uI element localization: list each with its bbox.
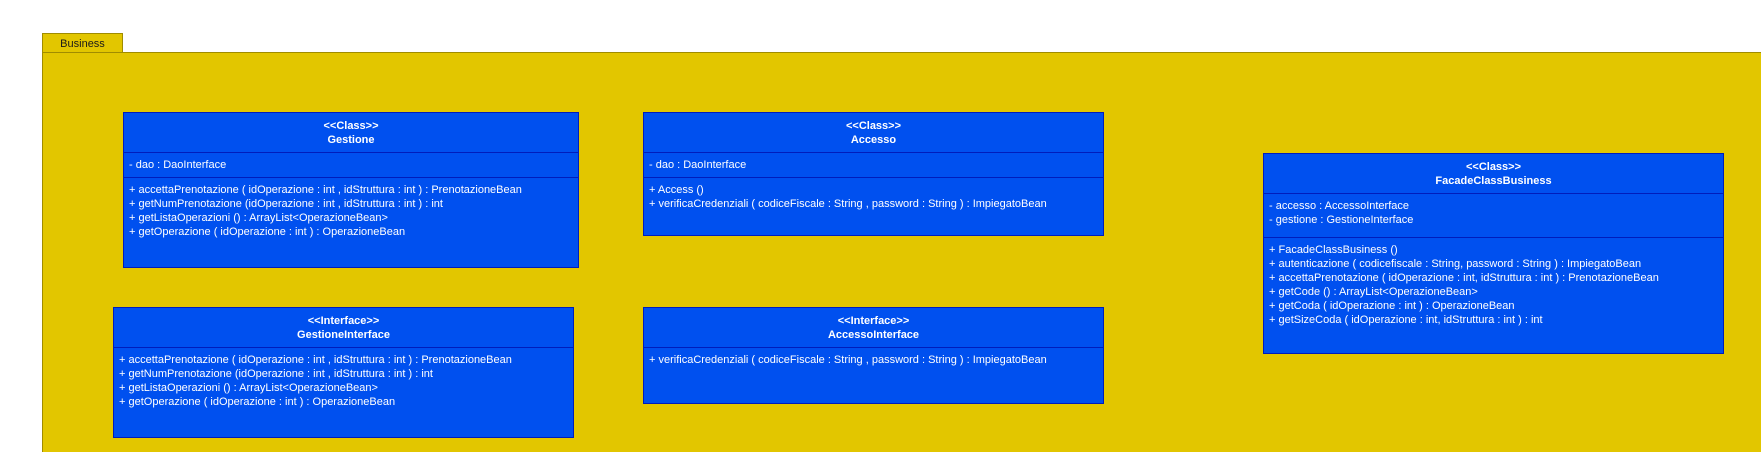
class-header: <<Interface>> AccessoInterface (644, 308, 1103, 348)
class-name: AccessoInterface (827, 329, 920, 341)
class-stereotype: <<Interface>> (837, 315, 910, 327)
operation: + FacadeClassBusiness () (1269, 244, 1398, 256)
class-name: Gestione (327, 134, 375, 146)
class-gestione[interactable]: <<Class>> Gestione - dao : DaoInterface … (123, 112, 579, 268)
attribute: - dao : DaoInterface (649, 159, 747, 171)
operations-section: + FacadeClassBusiness () + autenticazion… (1264, 238, 1723, 332)
operations-section: + verificaCredenziali ( codiceFiscale : … (644, 348, 1103, 372)
operations-section: + Access () + verificaCredenziali ( codi… (644, 178, 1103, 216)
attribute: - gestione : GestioneInterface (1269, 214, 1414, 226)
class-stereotype: <<Class>> (1465, 161, 1522, 173)
class-header: <<Class>> FacadeClassBusiness (1264, 154, 1723, 194)
operation: + accettaPrenotazione ( idOperazione : i… (119, 354, 512, 366)
class-stereotype: <<Interface>> (307, 315, 380, 327)
operation: + Access () (649, 184, 704, 196)
class-facade-class-business[interactable]: <<Class>> FacadeClassBusiness - accesso … (1263, 153, 1724, 354)
attributes-section: - dao : DaoInterface (124, 153, 578, 178)
attributes-section: - dao : DaoInterface (644, 153, 1103, 178)
operation: + getListaOperazioni () : ArrayList<Oper… (129, 212, 388, 224)
class-name: GestioneInterface (297, 329, 390, 341)
operations-section: + accettaPrenotazione ( idOperazione : i… (114, 348, 573, 414)
class-name: FacadeClassBusiness (1435, 175, 1552, 187)
class-stereotype: <<Class>> (323, 120, 379, 132)
class-accesso[interactable]: <<Class>> Accesso - dao : DaoInterface +… (643, 112, 1104, 236)
operation: + autenticazione ( codicefiscale : Strin… (1269, 258, 1642, 270)
operation: + getCoda ( idOperazione : int ) : Opera… (1269, 300, 1515, 312)
attributes-section: - accesso : AccessoInterface - gestione … (1264, 194, 1723, 238)
class-header: <<Class>> Accesso (644, 113, 1103, 153)
class-header: <<Class>> Gestione (124, 113, 578, 153)
package-name: Business (60, 38, 105, 50)
operation: + accettaPrenotazione ( idOperazione : i… (129, 184, 522, 196)
operation: + getNumPrenotazione (idOperazione : int… (119, 368, 433, 380)
operation: + getListaOperazioni () : ArrayList<Oper… (119, 382, 378, 394)
attribute: - accesso : AccessoInterface (1269, 200, 1410, 212)
operation: + verificaCredenziali ( codiceFiscale : … (649, 354, 1047, 366)
operation: + getCode () : ArrayList<OperazioneBean> (1269, 286, 1478, 298)
operation: + getNumPrenotazione (idOperazione : int… (129, 198, 443, 210)
class-header: <<Interface>> GestioneInterface (114, 308, 573, 348)
package-tab[interactable]: Business (42, 33, 123, 53)
interface-gestione-interface[interactable]: <<Interface>> GestioneInterface + accett… (113, 307, 574, 438)
operation: + getOperazione ( idOperazione : int ) :… (129, 226, 406, 238)
attribute: - dao : DaoInterface (129, 159, 227, 171)
operations-section: + accettaPrenotazione ( idOperazione : i… (124, 178, 578, 244)
class-stereotype: <<Class>> (845, 120, 902, 132)
class-name: Accesso (850, 134, 897, 146)
operation: + verificaCredenziali ( codiceFiscale : … (649, 198, 1047, 210)
interface-accesso-interface[interactable]: <<Interface>> AccessoInterface + verific… (643, 307, 1104, 404)
operation: + getSizeCoda ( idOperazione : int, idSt… (1269, 314, 1543, 326)
operation: + accettaPrenotazione ( idOperazione : i… (1269, 272, 1659, 284)
operation: + getOperazione ( idOperazione : int ) :… (119, 396, 396, 408)
